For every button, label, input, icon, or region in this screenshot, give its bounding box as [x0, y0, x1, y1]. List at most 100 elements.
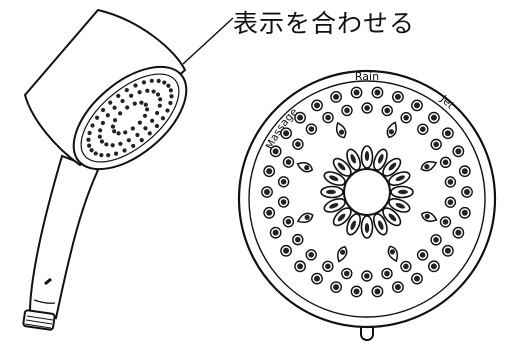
spray-nozzle-core [464, 189, 470, 195]
petal-core [388, 162, 397, 171]
petal-core [350, 220, 357, 230]
mini-nozzle [125, 105, 130, 110]
mode-label-rain: Rain [355, 70, 379, 83]
spray-nozzle-core [272, 229, 279, 236]
mini-nozzle [124, 87, 129, 93]
spray-nozzle-core [333, 284, 340, 291]
spray-nozzle-core [394, 93, 401, 100]
spray-nozzle-core [455, 148, 462, 155]
mini-nozzle [141, 80, 147, 85]
mini-nozzle [87, 143, 92, 148]
spray-nozzle-core [280, 199, 287, 205]
petal-nozzle [346, 213, 362, 236]
mini-nozzle [105, 113, 110, 118]
callout-label: 表示を合わせる [233, 9, 416, 38]
spray-nozzle-core [308, 252, 315, 258]
mini-nozzle [126, 138, 131, 143]
petal-core [350, 154, 357, 164]
jet-core [339, 129, 345, 135]
spray-nozzle-core [353, 89, 360, 96]
mini-nozzle [156, 78, 161, 83]
mini-nozzle [147, 131, 152, 136]
spray-nozzle-core [430, 263, 437, 270]
mini-nozzle [106, 153, 111, 158]
spray-nozzle-core [325, 114, 331, 121]
petal-core [388, 213, 397, 222]
mini-nozzle [98, 128, 103, 133]
spray-nozzle-core [461, 209, 468, 216]
jet-core [304, 214, 310, 220]
jet-core [389, 249, 395, 255]
mini-nozzle [166, 83, 171, 88]
spray-nozzle-core [384, 107, 391, 114]
mini-nozzle [169, 94, 174, 99]
mini-nozzle [131, 143, 136, 149]
jet-nozzle [296, 212, 314, 224]
mini-nozzle [145, 88, 150, 93]
jet-core [424, 213, 430, 219]
spray-nozzle-core [442, 219, 449, 225]
mini-nozzle [120, 98, 125, 104]
mini-nozzle [143, 102, 148, 107]
jet-core [388, 129, 394, 135]
spray-nozzle-core [295, 141, 301, 147]
petal-nozzle [323, 197, 346, 213]
spray-nozzle-core [283, 247, 290, 254]
mini-nozzle [139, 100, 144, 105]
petal-nozzle [372, 213, 388, 236]
mini-nozzle [130, 126, 135, 131]
mini-nozzle [139, 138, 144, 143]
mini-nozzle [94, 115, 100, 120]
petal-core [364, 223, 370, 233]
spray-nozzle-core [272, 148, 279, 155]
spray-nozzle-core [266, 209, 273, 216]
petal-nozzle [323, 171, 346, 187]
jet-core [424, 164, 430, 170]
petal-core [377, 220, 384, 230]
mini-nozzle [118, 111, 123, 116]
spray-nozzle-core [403, 263, 409, 270]
mini-nozzle [168, 88, 173, 93]
mini-nozzle [122, 148, 127, 153]
petal-core [329, 202, 339, 209]
mini-nozzle [143, 126, 148, 131]
spray-nozzle-core [374, 89, 381, 96]
petal-nozzle [332, 207, 352, 227]
petal-nozzle [320, 185, 344, 199]
spray-nozzle-core [455, 229, 462, 236]
spray-nozzle-core [447, 199, 454, 206]
petal-nozzle [388, 171, 411, 187]
mini-nozzle [89, 148, 94, 153]
spray-nozzle-core [353, 288, 360, 295]
mini-nozzle [168, 100, 173, 106]
mini-nozzle [93, 151, 98, 156]
petal-core [395, 202, 405, 209]
mini-nozzle [99, 139, 105, 144]
mini-nozzle [154, 123, 160, 129]
mini-nozzle [154, 110, 160, 116]
mini-nozzle [100, 120, 106, 126]
mini-nozzle [165, 108, 170, 113]
petal-nozzle [382, 207, 402, 227]
mini-nozzle [104, 142, 109, 147]
mini-nozzle [108, 100, 113, 105]
spray-face: Rain Massage Jet [237, 69, 497, 341]
mini-nozzle [113, 151, 119, 156]
mini-nozzle [157, 103, 162, 108]
spray-nozzle-core [419, 252, 426, 258]
spray-nozzle-core [433, 141, 439, 148]
mini-nozzle [86, 137, 91, 142]
petal-core [398, 189, 408, 195]
center-hub [343, 168, 391, 216]
jet-nozzle [420, 160, 438, 172]
jet-nozzle [387, 245, 399, 263]
spray-nozzle-core [297, 263, 304, 270]
mini-nozzle [129, 93, 134, 98]
petal-core [326, 189, 336, 195]
spray-nozzle-core [283, 130, 290, 137]
mini-nozzle [142, 113, 148, 118]
petal-nozzle [360, 215, 374, 239]
spray-nozzle-core [419, 126, 426, 132]
spray-nozzle-core [414, 102, 420, 109]
